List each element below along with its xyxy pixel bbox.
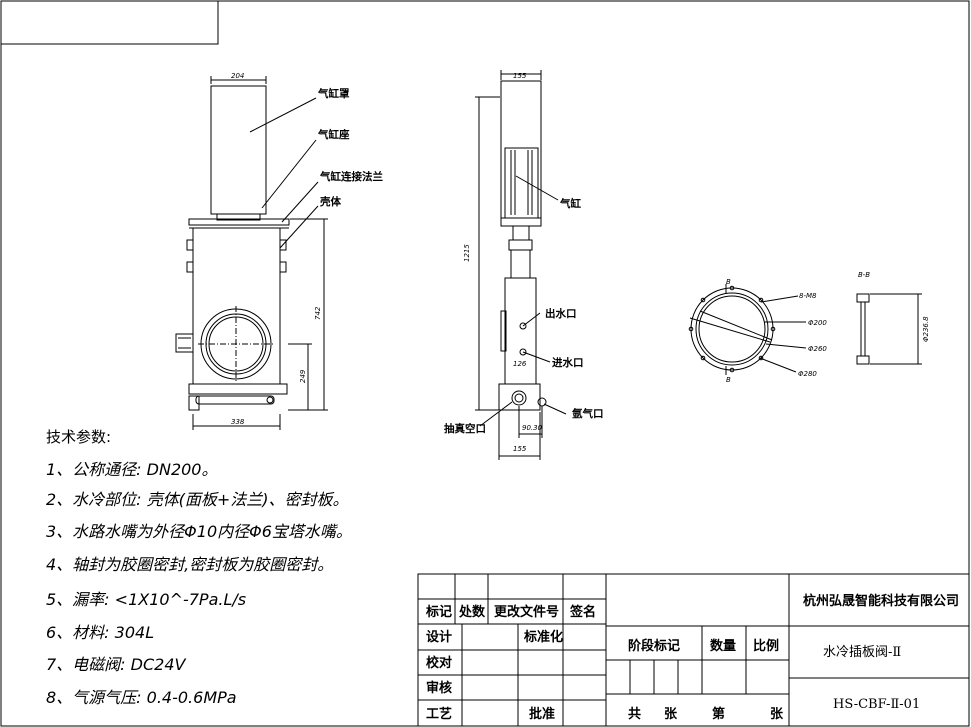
label-cylinder-seat: 气缸座: [317, 128, 350, 141]
label-gas-port: 氩气口: [571, 407, 604, 420]
label-d200: Φ200: [808, 319, 827, 327]
label-d280: Φ280: [798, 370, 817, 378]
label-vacuum-port: 抽真空口: [444, 422, 486, 435]
section-view: [856, 293, 922, 365]
tb-check: 校对: [426, 655, 452, 671]
tb-count: 处数: [458, 604, 486, 620]
dim-offset: 90.30: [522, 424, 543, 432]
dim-section: Φ236.8: [922, 316, 930, 342]
cylinder-flange: [188, 218, 290, 226]
side-view-labels: 气缸 出水口 进水口 抽真空口 氩气口 155 1215 126 90.30 1…: [444, 72, 604, 453]
side-cylinder-cover: [500, 80, 542, 219]
tb-stage: 阶段标记: [628, 638, 680, 654]
label-d260: Φ260: [808, 345, 827, 353]
tb-design: 设计: [426, 629, 452, 645]
side-view: [475, 70, 567, 460]
drawing-number: HS-CBF-Ⅱ-01: [833, 697, 920, 712]
dim-port-spacing: 126: [513, 360, 527, 368]
flange-view: [688, 284, 807, 375]
section-view-labels: B-B Φ236.8: [858, 271, 930, 342]
tb-standard: 标准化: [523, 629, 563, 645]
tech-params: 技术参数: 1、公称通径: DN200。 2、水冷部位: 壳体(面板+法兰)、密…: [46, 428, 352, 707]
front-view: [175, 76, 328, 430]
tech-item: 4、轴封为胶圈密封,密封板为胶圈密封。: [46, 555, 333, 574]
side-housing: [504, 277, 537, 385]
tech-item: 5、漏率: <1X10^-7Pa.L/s: [46, 590, 246, 609]
label-cylinder-cover: 气缸罩: [317, 87, 350, 100]
tech-item: 1、公称通径: DN200。: [46, 460, 218, 479]
tb-mark: 标记: [425, 604, 452, 620]
tech-item: 7、电磁阀: DC24V: [46, 655, 187, 674]
tb-total: 共: [628, 706, 641, 722]
tb-review: 审核: [426, 680, 452, 696]
label-cylinder-flange: 气缸连接法兰: [319, 170, 383, 183]
tb-sheet: 张: [770, 707, 784, 722]
dim-top-width: 204: [231, 72, 244, 80]
tb-doc-no: 更改文件号: [494, 604, 559, 620]
dim-side-top-width: 155: [513, 72, 527, 80]
dim-side-bottom-width: 155: [513, 445, 527, 453]
section-mark-top: B: [726, 278, 731, 286]
flange-outer-circle: [690, 287, 774, 371]
tech-item: 8、气源气压: 0.4-0.6MPa: [46, 688, 237, 707]
cylinder-cover: [210, 85, 267, 215]
tech-item: 3、水路水嘴为外径Φ10内径Φ6宝塔水嘴。: [46, 522, 352, 541]
tb-scale: 比例: [753, 638, 779, 654]
dim-port-center: 249: [299, 369, 307, 383]
title-block: [417, 573, 970, 727]
flange-view-labels: B B 8-M8 Φ200 Φ260 Φ280: [726, 278, 827, 384]
dim-bottom-width: 338: [231, 418, 245, 426]
label-water-in: 进水口: [552, 356, 584, 369]
label-water-out: 出水口: [545, 307, 577, 320]
cylinder: [504, 147, 539, 219]
tb-qty: 数量: [710, 638, 736, 654]
tech-item: 6、材料: 304L: [46, 623, 154, 642]
label-cylinder: 气缸: [559, 197, 581, 210]
tech-item: 2、水冷部位: 壳体(面板+法兰)、密封板。: [46, 490, 349, 509]
cylinder-seat: [216, 213, 261, 221]
tb-approve: 批准: [529, 706, 555, 722]
company-name: 杭州弘晟智能科技有限公司: [803, 593, 959, 609]
front-view-labels: 气缸罩 气缸座 气缸连接法兰 壳体 204 742 249 338: [231, 72, 383, 426]
title-block-text: 标记 处数 更改文件号 签名 设计 标准化 校对 审核 工艺 批准 阶段标记 数…: [425, 593, 959, 722]
label-bolts: 8-M8: [799, 292, 817, 300]
tb-sheet-no: 第: [712, 706, 725, 722]
tech-title: 技术参数:: [46, 428, 111, 446]
tb-sign: 签名: [569, 604, 596, 620]
dim-total-height: 1215: [463, 244, 471, 262]
product-name: 水冷插板阀-Ⅱ: [823, 645, 901, 660]
dim-height: 742: [314, 306, 322, 320]
section-mark-bottom: B: [726, 376, 731, 384]
tb-sheets: 张: [664, 707, 678, 722]
tb-process: 工艺: [426, 706, 452, 722]
corner-box: [0, 0, 219, 45]
label-housing: 壳体: [319, 195, 341, 208]
section-title: B-B: [858, 271, 870, 279]
